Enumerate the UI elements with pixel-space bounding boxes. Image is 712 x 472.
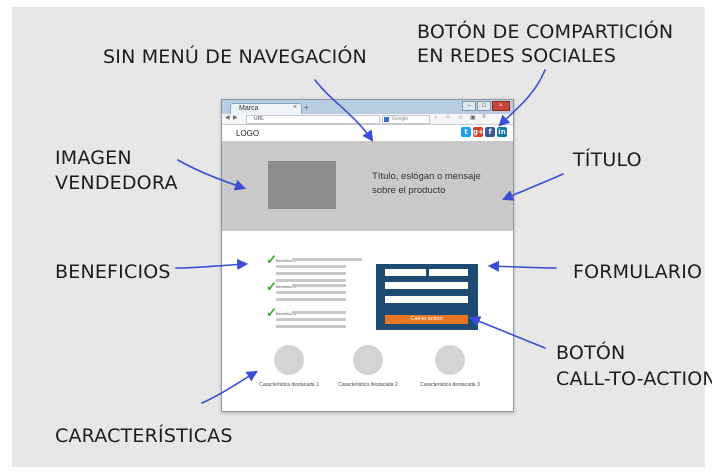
social-share-buttons: t g+ f in xyxy=(461,127,507,137)
benefit-line xyxy=(276,318,346,321)
google-plus-icon[interactable]: g+ xyxy=(473,127,484,137)
label-imagen-2: VENDEDORA xyxy=(55,172,178,194)
form-field-surname[interactable] xyxy=(429,269,468,276)
home-icon[interactable]: ⌂ xyxy=(446,114,450,120)
minimize-button[interactable]: – xyxy=(462,101,476,111)
clipboard-icon[interactable]: ▣ xyxy=(470,115,476,121)
forward-icon[interactable]: ▶ xyxy=(233,115,238,121)
tab-close-icon[interactable]: × xyxy=(292,104,297,111)
feature-image-3 xyxy=(435,345,465,375)
form-field-email[interactable] xyxy=(385,282,468,289)
browser-window: Marca × + – □ × ◀ ▶ URL Google ↓ ⌂ ☆ ▣ ≡… xyxy=(221,99,514,412)
back-icon[interactable]: ◀ xyxy=(225,115,230,121)
label-boton-compartir-2: EN REDES SOCIALES xyxy=(417,45,617,67)
benefit-line xyxy=(292,311,346,314)
benefit-line xyxy=(276,279,346,282)
label-boton-cta-2: CALL-TO-ACTION xyxy=(556,368,712,390)
benefit-label-1: Beneficio 1 xyxy=(276,258,296,263)
label-boton-cta-1: BOTÓN xyxy=(556,342,626,364)
feature-image-1 xyxy=(274,345,304,375)
window-controls: – □ × xyxy=(462,101,510,111)
label-boton-compartir-1: BOTÓN DE COMPARTICIÓN xyxy=(417,21,674,43)
browser-tab[interactable]: Marca × xyxy=(230,103,302,115)
landing-page: LOGO t g+ f in Título, eslógan o mensaje… xyxy=(222,125,513,411)
benefit-label-3: Beneficio 3 xyxy=(276,311,296,316)
benefit-line xyxy=(276,291,346,294)
menu-icon[interactable]: ≡ xyxy=(482,114,486,120)
search-engine-icon xyxy=(384,117,389,122)
browser-navbar: ◀ ▶ URL Google ↓ ⌂ ☆ ▣ ≡ xyxy=(222,114,513,125)
close-window-button[interactable]: × xyxy=(492,101,510,111)
bookmark-star-icon[interactable]: ☆ xyxy=(458,115,464,121)
facebook-icon[interactable]: f xyxy=(485,127,495,137)
browser-tab-title: Marca xyxy=(239,105,259,112)
feature-image-2 xyxy=(353,345,383,375)
benefit-line xyxy=(276,325,346,328)
browser-titlebar: Marca × + – □ × xyxy=(222,100,513,115)
linkedin-icon[interactable]: in xyxy=(497,127,507,137)
label-sin-menu: SIN MENÚ DE NAVEGACIÓN xyxy=(103,46,367,68)
benefit-line xyxy=(276,298,346,301)
form-field-name[interactable] xyxy=(385,269,426,276)
label-imagen-1: IMAGEN xyxy=(55,147,132,169)
form-field-phone[interactable] xyxy=(385,296,468,303)
label-caracteristicas: CARACTERÍSTICAS xyxy=(55,425,233,447)
address-bar[interactable]: URL xyxy=(246,115,380,124)
label-formulario: FORMULARIO xyxy=(573,261,703,283)
benefit-line xyxy=(292,284,346,287)
logo: LOGO xyxy=(236,129,260,138)
hero-title: Título, eslógan o mensaje sobre el produ… xyxy=(372,171,481,196)
feature-label-3: Característica destacada 3 xyxy=(420,382,480,388)
check-icon: ✓ xyxy=(266,279,277,294)
benefit-label-2: Beneficio 2 xyxy=(276,284,296,289)
call-to-action-button[interactable]: Call-to action xyxy=(385,315,468,324)
hero-section: Título, eslógan o mensaje sobre el produ… xyxy=(222,141,513,231)
label-titulo: TÍTULO xyxy=(573,149,642,171)
maximize-button[interactable]: □ xyxy=(477,101,491,111)
benefit-line xyxy=(276,265,346,268)
search-placeholder: Google xyxy=(392,116,409,122)
hero-image xyxy=(268,161,336,209)
feature-label-1: Característica destacada 1 xyxy=(259,382,319,388)
download-icon[interactable]: ↓ xyxy=(434,114,437,120)
check-icon: ✓ xyxy=(266,252,277,267)
label-beneficios: BENEFICIOS xyxy=(55,261,171,283)
check-icon: ✓ xyxy=(266,305,277,320)
feature-label-2: Característica destacada 2 xyxy=(338,382,398,388)
benefit-line xyxy=(292,258,362,261)
lead-form: Call-to action xyxy=(376,264,478,330)
browser-search-box[interactable]: Google xyxy=(382,115,430,124)
address-bar-url: URL xyxy=(254,116,265,122)
twitter-icon[interactable]: t xyxy=(461,127,471,137)
new-tab-icon[interactable]: + xyxy=(304,103,309,112)
benefit-line xyxy=(276,272,346,275)
